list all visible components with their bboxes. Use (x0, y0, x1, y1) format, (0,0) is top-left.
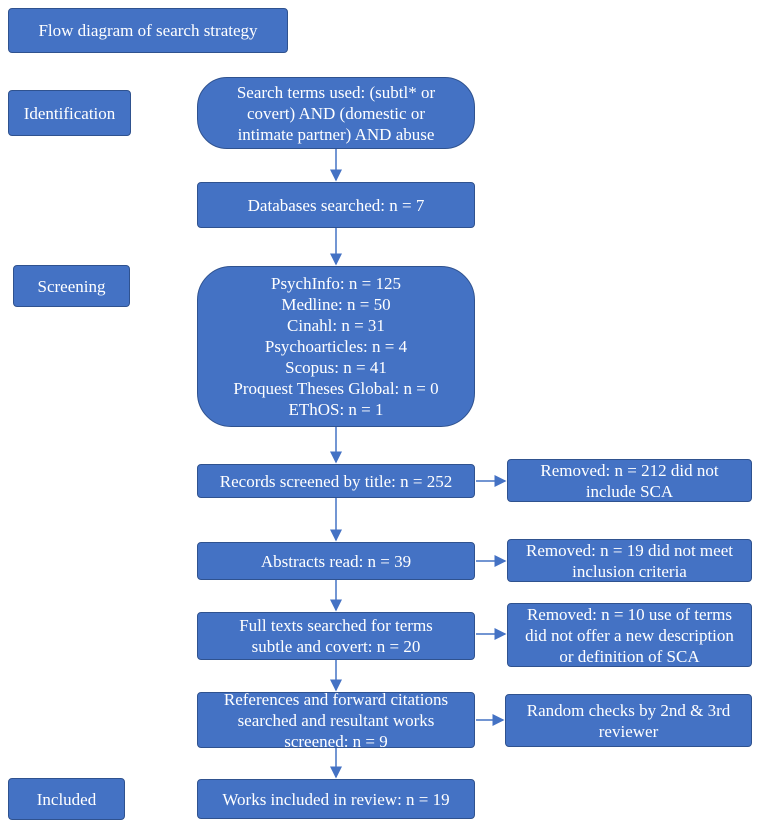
title-screen-box: Records screened by title: n = 252 (197, 464, 475, 498)
abstracts-box: Abstracts read: n = 39 (197, 542, 475, 580)
stage-identification: Identification (8, 90, 131, 136)
stage-screening: Screening (13, 265, 130, 307)
random-checks-box: Random checks by 2nd & 3rd reviewer (505, 694, 752, 747)
removed-abstracts-box: Removed: n = 19 did not meet inclusion c… (507, 539, 752, 582)
references-box: References and forward citations searche… (197, 690, 475, 751)
included-box: Works included in review: n = 19 (197, 779, 475, 819)
search-terms-box: Search terms used: (subtl* or covert) AN… (197, 77, 475, 149)
removed-full-texts-box: Removed: n = 10 use of terms did not off… (507, 603, 752, 667)
stage-included: Included (8, 778, 125, 820)
full-texts-box: Full texts searched for terms subtle and… (197, 612, 475, 660)
removed-title-box: Removed: n = 212 did not include SCA (507, 459, 752, 502)
database-counts-box: PsychInfo: n = 125 Medline: n = 50 Cinah… (197, 266, 475, 427)
databases-box: Databases searched: n = 7 (197, 182, 475, 228)
diagram-title: Flow diagram of search strategy (8, 8, 288, 53)
